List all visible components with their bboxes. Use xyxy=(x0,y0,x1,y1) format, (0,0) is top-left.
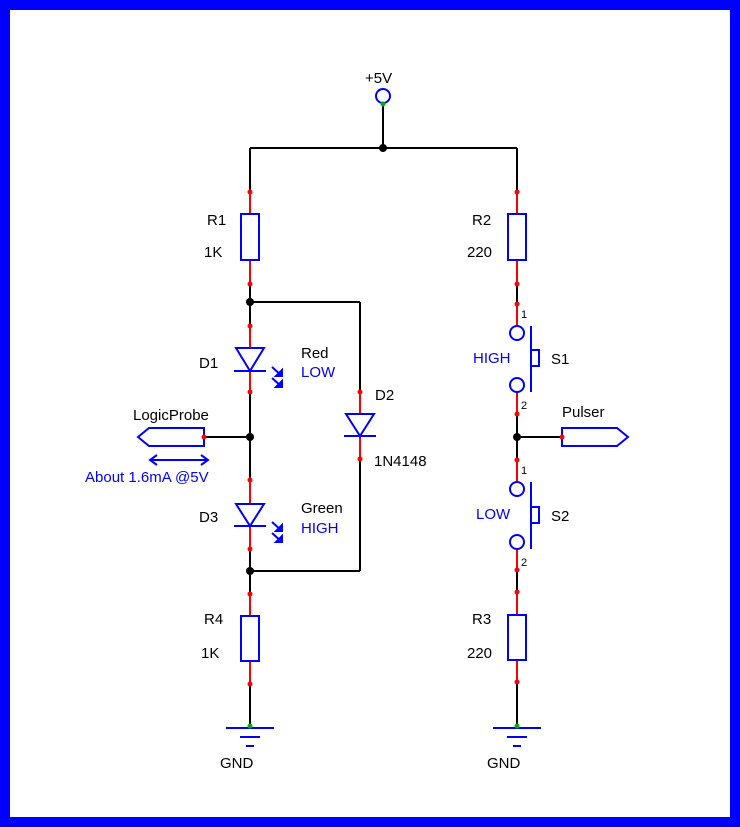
resistor-r2: R2 220 xyxy=(467,189,527,287)
junctions xyxy=(246,144,521,575)
resistor-ref: R1 xyxy=(207,212,226,229)
power-terminal xyxy=(375,88,391,104)
port-pulser: Pulser xyxy=(559,404,630,447)
diode-ref: D2 xyxy=(375,387,394,404)
port-logicprobe: LogicProbe About 1.6mA @5V xyxy=(85,407,210,486)
switch-ref: S2 xyxy=(551,508,569,525)
junction-dot xyxy=(379,144,387,152)
switch-ref: S1 xyxy=(551,351,569,368)
led-state: HIGH xyxy=(301,520,339,537)
switch-s1: 1 2 HIGH S1 xyxy=(473,301,569,417)
switch-state: HIGH xyxy=(473,350,511,367)
port-shape xyxy=(561,427,630,447)
port-label: LogicProbe xyxy=(133,407,209,424)
pin-number: 2 xyxy=(521,557,527,569)
resistor-body xyxy=(240,615,260,662)
diode-d2: D2 1N4148 xyxy=(344,387,427,470)
diode-triangle xyxy=(344,413,376,438)
port-note: About 1.6mA @5V xyxy=(85,469,209,486)
resistor-ref: R2 xyxy=(472,212,491,229)
ground-label: GND xyxy=(487,755,521,772)
diode-triangle xyxy=(234,347,266,373)
resistor-r3: R3 220 xyxy=(467,589,527,685)
diode-triangle xyxy=(234,503,266,528)
power-label: +5V xyxy=(365,70,392,87)
resistor-value: 220 xyxy=(467,244,492,261)
led-d3: D3 Green HIGH xyxy=(199,477,343,552)
switch-contact xyxy=(509,481,525,497)
resistor-r4: R4 1K xyxy=(201,591,260,687)
led-color: Red xyxy=(301,345,329,362)
pin-number: 2 xyxy=(521,400,527,412)
resistor-value: 220 xyxy=(467,645,492,662)
led-color: Green xyxy=(301,500,343,517)
diode-value: 1N4148 xyxy=(374,453,427,470)
junction-dot xyxy=(246,298,254,306)
ground-symbol: GND xyxy=(487,723,541,772)
resistor-body xyxy=(240,213,260,261)
switch-contact xyxy=(509,325,525,341)
junction-dot xyxy=(513,433,521,441)
junction-dot xyxy=(246,567,254,575)
ground-symbol: GND xyxy=(220,723,274,772)
pin-number: 1 xyxy=(521,309,527,321)
resistor-value: 1K xyxy=(204,244,222,261)
resistor-body xyxy=(507,614,527,661)
resistor-value: 1K xyxy=(201,645,219,662)
junction-dot xyxy=(246,433,254,441)
diode-ref: D1 xyxy=(199,355,218,372)
ground-label: GND xyxy=(220,755,254,772)
led-d1: D1 Red LOW xyxy=(199,323,336,395)
port-label: Pulser xyxy=(562,404,605,421)
resistor-ref: R3 xyxy=(472,611,491,628)
resistor-r1: R1 1K xyxy=(204,189,260,287)
switch-contact xyxy=(509,377,525,393)
resistor-body xyxy=(507,213,527,261)
led-state: LOW xyxy=(301,364,336,381)
port-shape xyxy=(136,427,205,447)
power-symbol: +5V xyxy=(365,70,392,107)
switch-state: LOW xyxy=(476,506,511,523)
switch-s2: 1 2 LOW S2 xyxy=(476,457,569,573)
switch-contact xyxy=(509,534,525,550)
resistor-ref: R4 xyxy=(204,611,223,628)
pin-number: 1 xyxy=(521,465,527,477)
diode-ref: D3 xyxy=(199,509,218,526)
